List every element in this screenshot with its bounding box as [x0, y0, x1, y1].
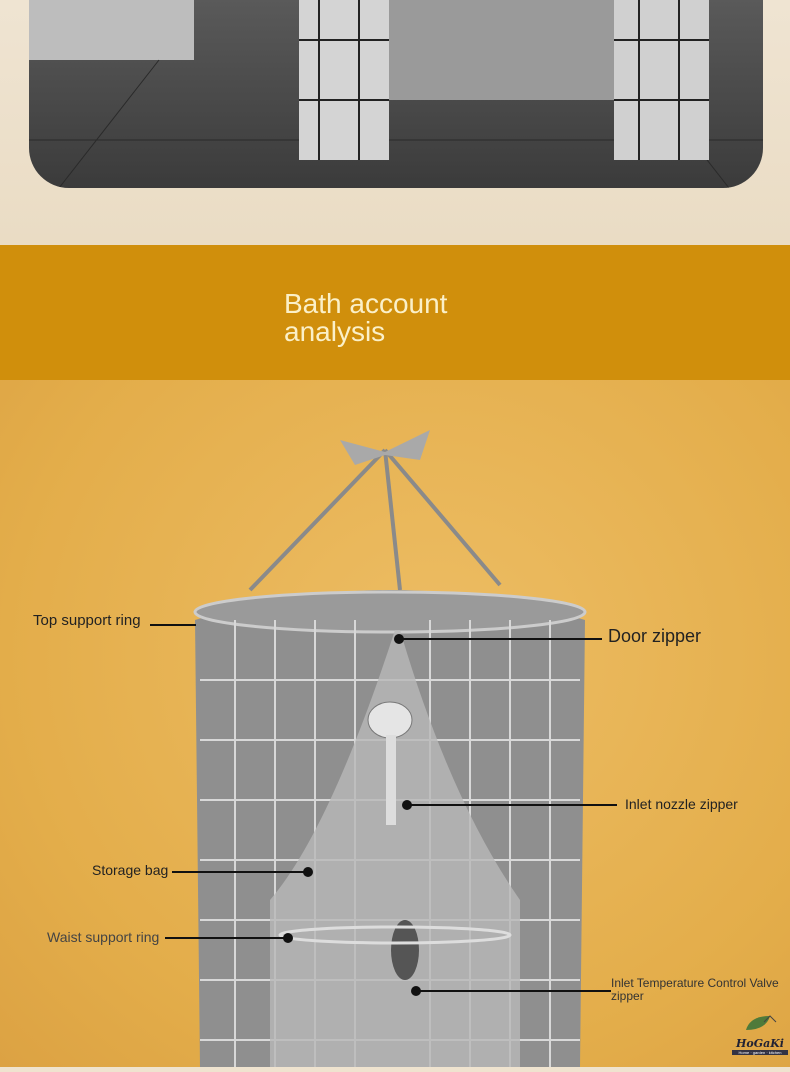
- callout-storage-bag: Storage bag: [92, 862, 169, 878]
- section-banner: [0, 245, 790, 380]
- leaf-house-icon: [746, 1015, 777, 1030]
- callout-waist-support-ring: Waist support ring: [47, 929, 160, 945]
- callout-top-support-ring: Top support ring: [33, 612, 141, 629]
- shower-tent-illustration: [193, 430, 587, 1067]
- section-title: Bath account analysis: [284, 290, 544, 346]
- callout-inlet-nozzle-zipper: Inlet nozzle zipper: [625, 796, 738, 812]
- callout-line: [165, 937, 287, 939]
- callout-line: [416, 990, 611, 992]
- bathroom-scene: [29, 0, 763, 188]
- callout-line: [400, 638, 602, 640]
- top-section: [0, 0, 790, 245]
- callout-door-zipper: Door zipper: [608, 626, 702, 646]
- callout-inlet-temp-valve-zipper: Inlet Temperature Control Valve zipper: [611, 977, 779, 1003]
- logo-name: HoGaKi: [736, 1037, 784, 1050]
- title-line-2: analysis: [284, 316, 386, 347]
- callout-line: [172, 871, 308, 873]
- callout-line: [150, 624, 196, 626]
- callout-text-line-1: Inlet Temperature Control Valve: [611, 976, 779, 990]
- diagram-area: [0, 380, 790, 1067]
- title-line-1: Bath account: [284, 288, 448, 319]
- logo-tagline: Home · garden · kitchen: [732, 1050, 788, 1055]
- callout-dot: [394, 634, 404, 644]
- callout-dot: [283, 933, 293, 943]
- callout-text-line-2: zipper: [611, 989, 644, 1003]
- bathroom-photo: [29, 0, 763, 188]
- callout-line: [407, 804, 617, 806]
- callout-dot: [303, 867, 313, 877]
- brand-logo: HoGaKi Home · garden · kitchen: [732, 1012, 788, 1055]
